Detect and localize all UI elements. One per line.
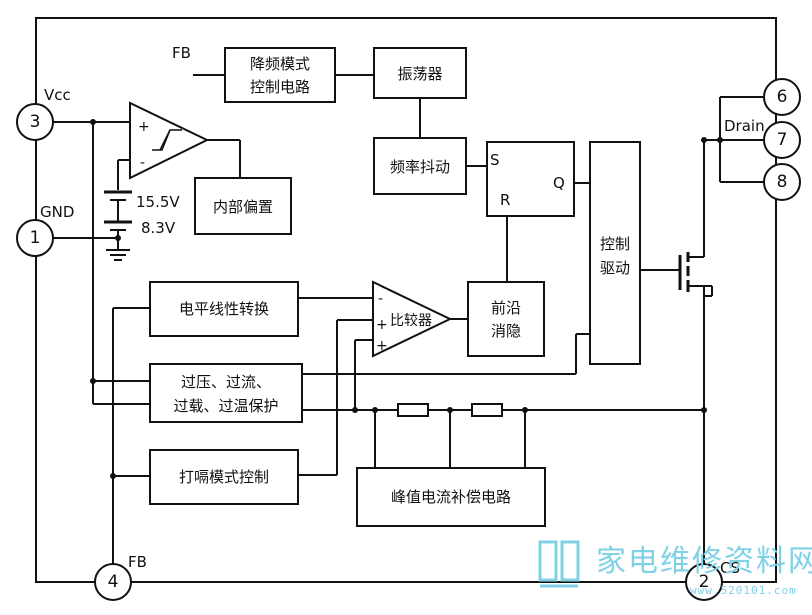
- v-low-label: 8.3V: [141, 219, 176, 237]
- oscillator-block: [373, 47, 467, 99]
- hiccup-label: 打嗝模式控制: [179, 468, 269, 486]
- peak-comp-block: [356, 467, 546, 527]
- watermark-url: www.520101.com: [690, 584, 797, 597]
- internal-bias-block: [194, 177, 292, 235]
- uvlo-comparator: [129, 101, 210, 180]
- level-shift-block: [149, 281, 299, 337]
- freq-reduce-line2: 控制电路: [250, 78, 310, 96]
- driver-line1: 控制: [600, 235, 630, 253]
- comp-plus2: +: [376, 338, 388, 354]
- freq-reduce-block: [224, 47, 336, 103]
- internal-bias-label: 内部偏置: [213, 198, 273, 216]
- oscillator-label: 振荡器: [397, 65, 442, 83]
- comp-plus: +: [376, 317, 388, 333]
- uvlo-plus: +: [138, 119, 150, 135]
- chip-outline: [35, 17, 777, 583]
- pin-6-num: 6: [777, 87, 788, 107]
- driver-block: [589, 141, 641, 365]
- watermark-logo: [538, 540, 580, 588]
- uvlo-minus: -: [140, 155, 145, 171]
- sr-latch: [486, 141, 575, 217]
- v-high-label: 15.5V: [136, 193, 180, 211]
- pin-8: [763, 163, 801, 201]
- pin-4-num: 4: [108, 572, 119, 592]
- pin-8-num: 8: [777, 172, 788, 192]
- leading-edge-line1: 前沿: [491, 299, 521, 317]
- watermark-text: 家电维修资料网: [596, 544, 812, 579]
- pin-3: [16, 103, 54, 141]
- pin-1-num: 1: [30, 228, 41, 248]
- comp-minus: -: [378, 291, 383, 307]
- pin-2: [685, 563, 723, 601]
- fb-top-label: FB: [172, 44, 191, 62]
- cs-label: CS: [720, 559, 740, 577]
- r-label: R: [500, 191, 510, 209]
- q-label: Q: [553, 174, 565, 192]
- leading-edge-line2: 消隐: [491, 322, 521, 340]
- driver-line2: 驱动: [600, 259, 630, 277]
- pin-7: [763, 121, 801, 159]
- pin-1: [16, 219, 54, 257]
- jitter-block: [373, 137, 467, 195]
- vcc-label: Vcc: [44, 86, 71, 104]
- pin-2-num: 2: [699, 572, 710, 592]
- leading-edge-block: [467, 281, 545, 357]
- pin-7-num: 7: [777, 130, 788, 150]
- pin-4: [94, 563, 132, 601]
- peak-comp-label: 峰值电流补偿电路: [391, 488, 511, 506]
- freq-reduce-line1: 降频模式: [250, 55, 310, 73]
- s-label: S: [490, 151, 500, 169]
- pin-6: [763, 78, 801, 116]
- gnd-label: GND: [40, 203, 74, 221]
- protection-line1: 过压、过流、: [181, 373, 271, 391]
- protection-block: [149, 363, 303, 423]
- protection-line2: 过载、过温保护: [173, 397, 278, 415]
- fb-bottom-label: FB: [128, 553, 147, 571]
- jitter-label: 频率抖动: [390, 158, 450, 176]
- pin-3-num: 3: [30, 112, 41, 132]
- level-shift-label: 电平线性转换: [179, 300, 269, 318]
- drain-label: Drain: [724, 117, 765, 135]
- comparator-label: 比较器: [390, 313, 432, 329]
- hiccup-block: [149, 449, 299, 505]
